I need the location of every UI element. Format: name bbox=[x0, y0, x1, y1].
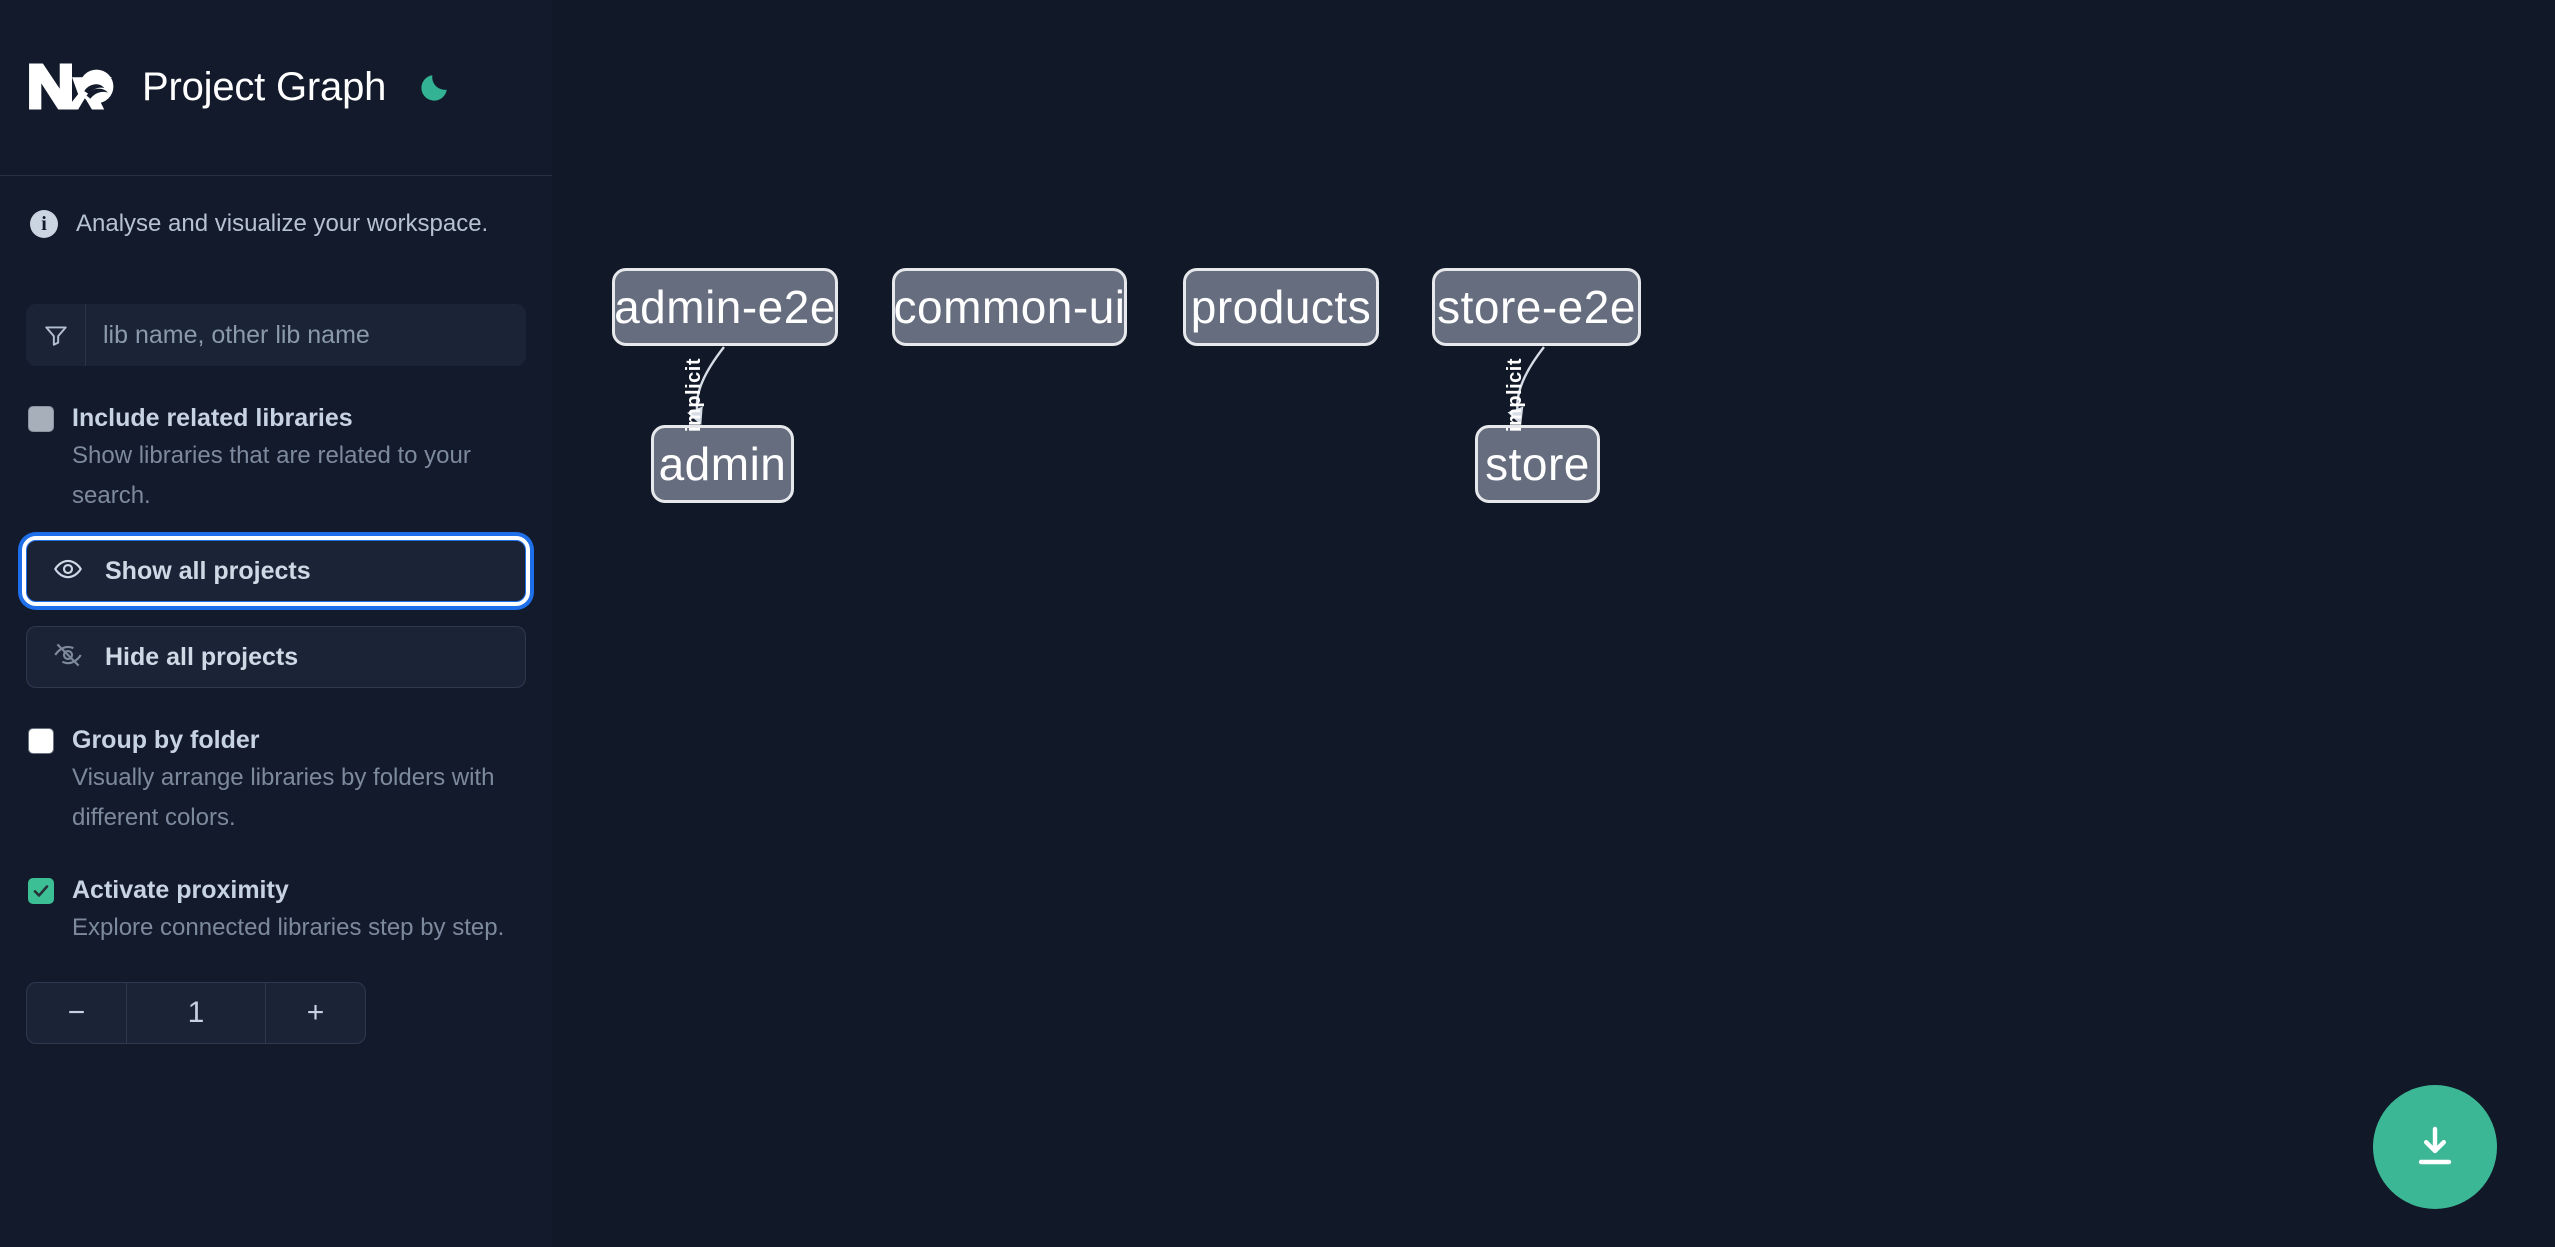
hide-all-projects-label: Hide all projects bbox=[105, 642, 299, 671]
option-group-by-folder[interactable]: Group by folder Visually arrange librari… bbox=[26, 722, 526, 838]
proximity-stepper[interactable]: − 1 + bbox=[26, 982, 366, 1044]
show-all-projects-label: Show all projects bbox=[105, 556, 311, 585]
option-texts: Group by folder Visually arrange librari… bbox=[72, 722, 512, 838]
eye-off-icon bbox=[53, 640, 83, 675]
graph-node-common-ui[interactable]: common-ui bbox=[892, 268, 1127, 346]
graph-node-admin-e2e[interactable]: admin-e2e bbox=[612, 268, 838, 346]
search-input[interactable] bbox=[86, 304, 526, 366]
proximity-decrement-button[interactable]: − bbox=[27, 983, 127, 1043]
option-include-related-libraries[interactable]: Include related libraries Show libraries… bbox=[26, 400, 526, 516]
hide-all-projects-button[interactable]: Hide all projects bbox=[26, 626, 526, 688]
workspace-hint-text: Analyse and visualize your workspace. bbox=[76, 210, 489, 237]
page-title: Project Graph bbox=[142, 65, 387, 109]
nx-logo-icon bbox=[26, 57, 118, 119]
filter-field[interactable] bbox=[26, 304, 526, 366]
graph-node-store[interactable]: store bbox=[1475, 425, 1600, 503]
sidebar-body: i Analyse and visualize your workspace. … bbox=[0, 176, 552, 1044]
graph-edge-label-admin: implicit bbox=[683, 358, 705, 433]
activate-proximity-checkbox[interactable] bbox=[28, 878, 54, 904]
download-graph-button[interactable] bbox=[2373, 1085, 2497, 1209]
graph-node-admin[interactable]: admin bbox=[651, 425, 794, 503]
check-icon bbox=[33, 885, 49, 897]
option-texts: Include related libraries Show libraries… bbox=[72, 400, 512, 516]
graph-node-store-e2e[interactable]: store-e2e bbox=[1432, 268, 1641, 346]
show-all-projects-button[interactable]: Show all projects bbox=[22, 536, 530, 606]
proximity-increment-button[interactable]: + bbox=[265, 983, 365, 1043]
workspace-hint: i Analyse and visualize your workspace. bbox=[26, 176, 526, 272]
moon-icon[interactable] bbox=[414, 68, 454, 108]
group-by-folder-checkbox[interactable] bbox=[28, 728, 54, 754]
graph-edge-label-store: implicit bbox=[1504, 358, 1526, 433]
graph-edges bbox=[687, 346, 1545, 426]
sidebar: Project Graph i Analyse and visualize yo… bbox=[0, 0, 552, 1247]
funnel-icon bbox=[26, 304, 86, 366]
option-texts: Activate proximity Explore connected lib… bbox=[72, 872, 504, 948]
proximity-value: 1 bbox=[187, 996, 205, 1029]
option-description: Visually arrange libraries by folders wi… bbox=[72, 764, 495, 831]
option-title: Activate proximity bbox=[72, 876, 289, 904]
eye-icon bbox=[53, 554, 83, 589]
include-related-libraries-checkbox[interactable] bbox=[28, 406, 54, 432]
option-activate-proximity[interactable]: Activate proximity Explore connected lib… bbox=[26, 872, 526, 948]
option-title: Group by folder bbox=[72, 726, 260, 754]
graph-canvas[interactable]: admin-e2e common-ui products store-e2e a… bbox=[552, 0, 2555, 1247]
sidebar-header: Project Graph bbox=[0, 0, 552, 176]
download-icon bbox=[2418, 1126, 2452, 1165]
option-description: Explore connected libraries step by step… bbox=[72, 914, 505, 941]
graph-node-products[interactable]: products bbox=[1183, 268, 1379, 346]
info-icon: i bbox=[30, 210, 58, 238]
option-description: Show libraries that are related to your … bbox=[72, 442, 471, 509]
option-title: Include related libraries bbox=[72, 404, 353, 432]
